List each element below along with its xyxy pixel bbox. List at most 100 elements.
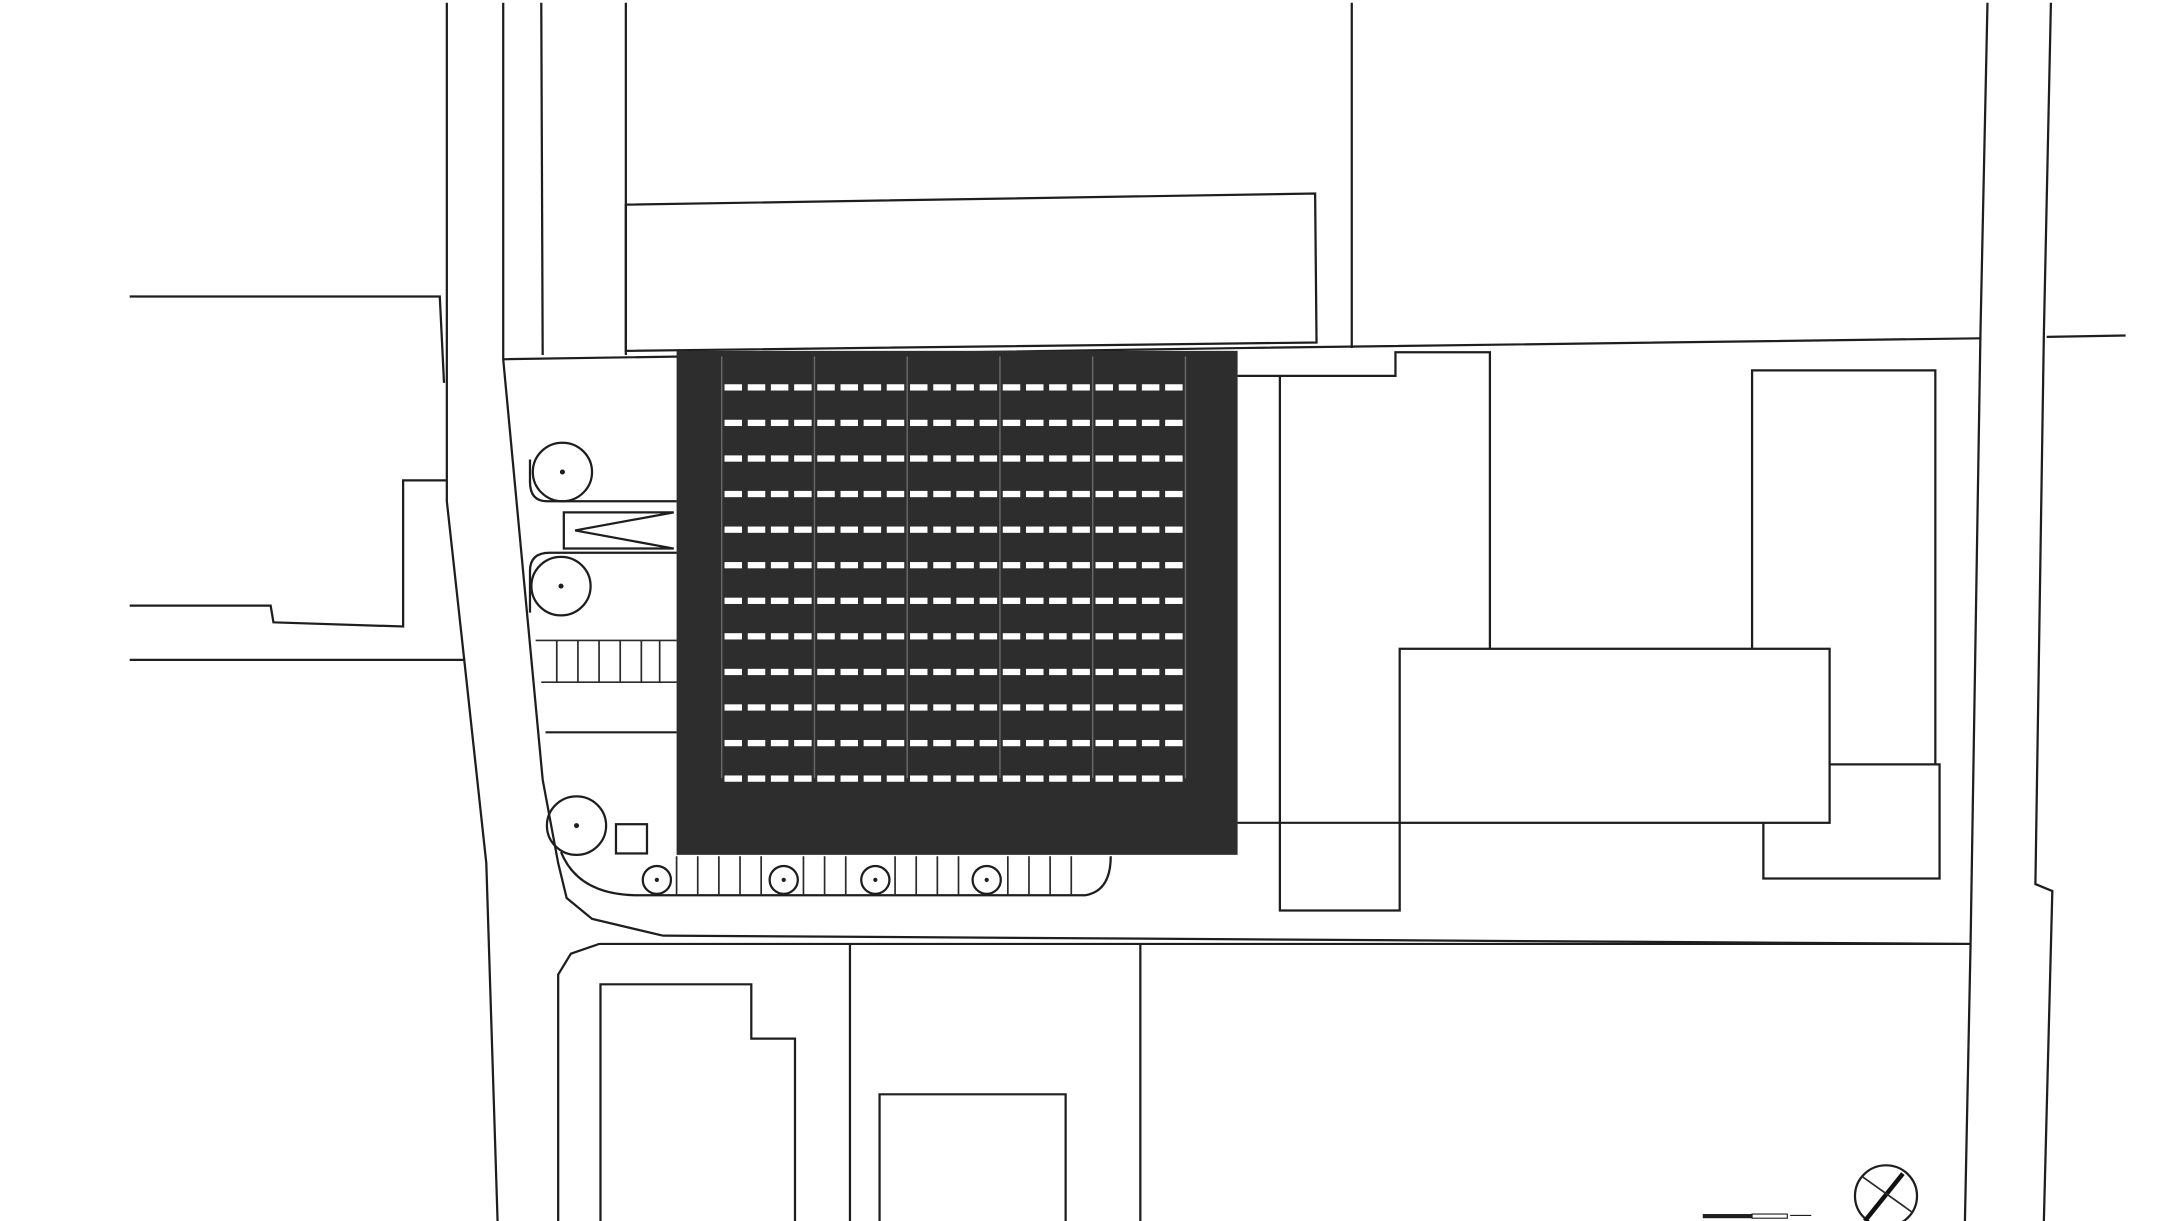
skylight-panel: [1118, 455, 1137, 462]
skylight-panel: [886, 384, 905, 391]
skylight-panel: [1141, 668, 1160, 676]
skylight-panel: [863, 704, 882, 711]
skylight-panel: [770, 633, 789, 640]
skylight-panel: [956, 775, 974, 782]
skylight-panel: [817, 419, 835, 427]
skylight-panel: [1049, 704, 1067, 711]
skylight-panel: [979, 419, 998, 427]
skylight-panel: [1002, 704, 1021, 711]
skylight-panel: [1026, 775, 1044, 782]
skylight-panel: [724, 526, 742, 533]
skylight-panel: [933, 597, 951, 604]
skylight-panel: [817, 775, 835, 782]
skylight-panel: [1049, 490, 1067, 498]
skylight-panel: [747, 668, 766, 676]
south-block: [599, 943, 1142, 1221]
skylight-panel: [724, 775, 742, 782]
skylight-panel: [724, 704, 742, 711]
road-edge-west-inner: [502, 2, 663, 937]
skylight-panel: [724, 384, 742, 391]
skylight-panel: [770, 597, 789, 604]
skylight-panel: [910, 526, 928, 533]
skylight-panel: [979, 455, 998, 462]
skylight-panel: [747, 739, 766, 747]
road-edge-south-curb: [662, 934, 1971, 946]
skylight-panel: [1118, 597, 1137, 604]
skylight-panel: [840, 455, 858, 462]
skylight-panel: [979, 597, 998, 604]
skylight-panel: [886, 775, 905, 782]
skylight-panel: [817, 562, 835, 569]
skylight-panel: [840, 775, 858, 782]
skylight-panel: [1165, 775, 1183, 782]
skylight-panel: [1141, 704, 1160, 711]
skylight-panel: [840, 384, 858, 391]
north-parcels: [503, 2, 2126, 361]
ne-boundary: [2046, 334, 2126, 339]
skylight-panel: [1165, 455, 1183, 462]
skylight-panel: [863, 490, 882, 498]
forecourt-outline: [559, 851, 1112, 897]
skylight-panel: [910, 384, 928, 391]
skylight-panel: [933, 739, 951, 747]
skylight-panel: [1049, 562, 1067, 569]
skylight-panel: [840, 668, 858, 676]
north-building: [624, 192, 1318, 352]
skylight-panel: [910, 775, 928, 782]
skylight-panel: [1026, 455, 1044, 462]
skylight-panel: [979, 668, 998, 676]
skylight-panel: [817, 597, 835, 604]
skylight-panel: [886, 597, 905, 604]
skylight-panel: [794, 668, 812, 676]
skylight-panel: [724, 668, 742, 676]
skylight-panel: [794, 704, 812, 711]
skylight-panel: [979, 739, 998, 747]
skylight-panel: [1095, 633, 1113, 640]
skylight-panel: [770, 490, 789, 498]
skylight-panel: [840, 490, 858, 498]
skylight-panel: [910, 562, 928, 569]
east-building-tall: [1750, 369, 1937, 766]
main-building: [676, 350, 1238, 855]
skylight-panel: [817, 668, 835, 676]
skylight-panel: [979, 704, 998, 711]
skylight-panel: [840, 739, 858, 747]
skylight-panel: [910, 490, 928, 498]
skylight-panel: [1118, 704, 1137, 711]
skylight-panel: [770, 704, 789, 711]
entry-stairs: [535, 639, 677, 684]
skylight-panel: [794, 384, 812, 391]
skylight-panel: [817, 455, 835, 462]
skylight-panel: [910, 739, 928, 747]
skylight-panel: [1165, 384, 1183, 391]
skylight-panel: [886, 490, 905, 498]
skylight-panel: [1072, 526, 1090, 533]
skylight-panel: [1165, 704, 1183, 711]
skylight-panel: [817, 704, 835, 711]
skylight-panel: [1165, 668, 1183, 676]
skylight-panel: [863, 455, 882, 462]
east-lot-b: [1278, 375, 1401, 912]
skylight-panel: [1002, 562, 1021, 569]
skylight-panel: [1049, 633, 1067, 640]
skylight-panel: [956, 526, 974, 533]
skylight-panel: [1095, 562, 1113, 569]
west-parcels: [129, 295, 466, 662]
skylight-panel: [1026, 384, 1044, 391]
skylight-panel: [747, 455, 766, 462]
skylight-panel: [886, 739, 905, 747]
skylight-panel: [933, 526, 951, 533]
skylight-panel: [863, 419, 882, 427]
skylight-panel: [840, 704, 858, 711]
skylight-panel: [840, 419, 858, 427]
skylight-panel: [1049, 597, 1067, 604]
skylight-panel: [1049, 419, 1067, 427]
road-edge-west: [445, 2, 499, 1221]
skylight-panel: [956, 419, 974, 427]
skylight-panel: [794, 775, 812, 782]
skylight-panel: [1026, 419, 1044, 427]
skylight-panel: [1026, 562, 1044, 569]
skylight-panel: [794, 419, 812, 427]
skylight-panel: [933, 633, 951, 640]
